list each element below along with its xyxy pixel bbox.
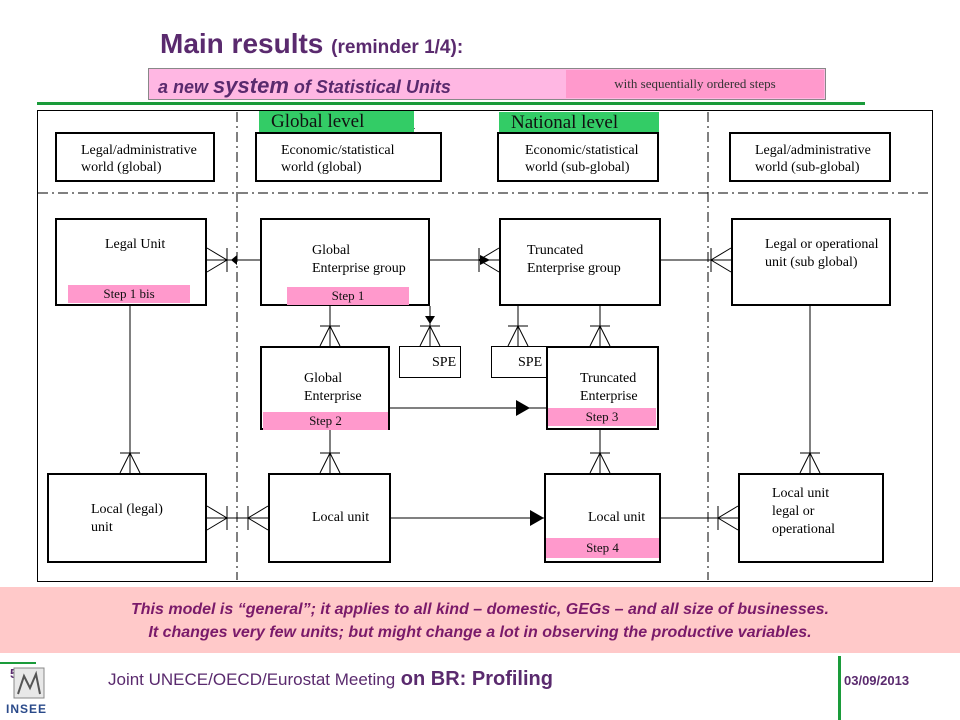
step-1-bis-badge: Step 1 bis xyxy=(68,285,190,303)
crowfoot-legal-unit xyxy=(206,247,228,273)
footer-mid: on BR: Profiling xyxy=(400,668,553,690)
subtitle-tag: with sequentially ordered steps xyxy=(566,70,824,98)
title-underline xyxy=(37,102,865,105)
step-1-badge: Step 1 xyxy=(287,287,409,305)
crowfoot-local-legalop xyxy=(799,451,821,474)
world-econ-global-line2: world (global) xyxy=(281,160,362,175)
insee-logo-text: INSEE xyxy=(6,702,48,716)
notice-line2: It changes very few units; but might cha… xyxy=(148,624,812,641)
world-econ-subglobal-line2: world (sub-global) xyxy=(525,160,630,175)
local-unit2-label: Local unit xyxy=(588,510,646,525)
step-2-badge: Step 2 xyxy=(263,412,388,430)
crowfoot-truncated-ent xyxy=(589,324,611,347)
local-legal-unit-box: Local (legal) unit xyxy=(47,473,207,563)
global-level-label: Global level xyxy=(259,111,414,133)
global-eg-line2: Enterprise group xyxy=(312,261,406,276)
title-sub: (reminder 1/4): xyxy=(331,37,464,58)
local-legal-op-line1: Local unit xyxy=(772,486,830,501)
truncated-ent-line1: Truncated xyxy=(580,371,637,386)
crowfoot-local-unit1-side xyxy=(247,505,269,531)
local-legal-line1: Local (legal) xyxy=(91,502,163,517)
crowfoot-spe1 xyxy=(419,324,441,347)
truncated-eg-line2: Enterprise group xyxy=(527,261,621,276)
world-econ-global-line1: Economic/statistical xyxy=(281,143,395,158)
national-level-label: National level xyxy=(499,112,659,134)
step-3-badge: Step 3 xyxy=(548,408,656,426)
local-legal-op-line2: legal or xyxy=(772,504,815,519)
crowfoot-truncated-eg xyxy=(478,247,500,273)
subtitle-big: system xyxy=(213,73,289,98)
arrowhead-geg-teg xyxy=(480,255,490,265)
legal-operational-unit-box: Legal or operational unit (sub global) xyxy=(731,218,891,306)
crowfoot-local-unit2 xyxy=(589,451,611,474)
crowfoot-legal-op xyxy=(710,247,732,273)
title-main: Main results xyxy=(160,28,324,59)
footer-date: 03/09/2013 xyxy=(844,673,910,688)
crowfoot-local-legal xyxy=(119,451,141,474)
spe-label-2: SPE xyxy=(518,355,543,370)
local-unit1-label: Local unit xyxy=(312,510,370,525)
local-unit-box-1: Local unit xyxy=(268,473,391,563)
arrowhead-geg-spe xyxy=(425,316,435,324)
spe-box-2: SPE xyxy=(491,346,547,378)
world-econ-global: Economic/statistical world (global) xyxy=(255,132,442,182)
world-legal-subglobal-line2: world (sub-global) xyxy=(755,160,860,175)
truncated-eg-line1: Truncated xyxy=(527,243,584,258)
world-econ-subglobal-line1: Economic/statistical xyxy=(525,143,639,158)
crowfoot-local-legalop-side xyxy=(717,505,739,531)
footer-divider xyxy=(838,656,841,720)
spe-label-1: SPE xyxy=(432,355,457,370)
page-title: Main results (reminder 1/4): xyxy=(160,28,463,60)
global-ent-line1: Global xyxy=(304,371,343,386)
legal-op-line2: unit (sub global) xyxy=(765,255,858,270)
world-econ-subglobal: Economic/statistical world (sub-global) xyxy=(497,132,659,182)
footer-pre: Joint UNECE/OECD/Eurostat Meeting xyxy=(108,670,396,689)
crowfoot-local-unit1 xyxy=(319,451,341,474)
world-legal-global: Legal/administrative world (global) xyxy=(55,132,215,182)
subtitle-post: of Statistical Units xyxy=(293,77,451,97)
local-unit-legal-op-box: Local unit legal or operational xyxy=(738,473,884,563)
insee-logo-icon xyxy=(13,667,45,699)
global-ent-line2: Enterprise xyxy=(304,389,362,404)
diagram-frame xyxy=(37,110,933,582)
notice-line1: This model is “general”; it applies to a… xyxy=(131,601,829,618)
local-legal-op-line3: operational xyxy=(772,522,835,537)
world-legal-global-line1: Legal/administrative xyxy=(81,143,197,158)
arrowhead-lu-geg xyxy=(231,255,237,265)
truncated-ent-line2: Enterprise xyxy=(580,389,638,404)
notice-band xyxy=(0,587,960,653)
subtitle-pre: a new xyxy=(158,77,209,97)
global-eg-line1: Global xyxy=(312,243,351,258)
crowfoot-spe2 xyxy=(507,324,529,347)
footer-title: Joint UNECE/OECD/Eurostat Meeting on BR:… xyxy=(108,668,553,691)
crowfoot-global-ent xyxy=(319,324,341,347)
step-4-badge: Step 4 xyxy=(546,538,659,558)
world-legal-global-line2: world (global) xyxy=(81,160,162,175)
local-legal-line2: unit xyxy=(91,520,113,535)
arrowhead-lu-lu xyxy=(530,510,544,526)
legal-unit-label: Legal Unit xyxy=(105,237,166,252)
footer-rule xyxy=(0,662,36,664)
notice-text: This model is “general”; it applies to a… xyxy=(10,598,950,644)
spe-box-1: SPE xyxy=(399,346,461,378)
subtitle-text: a new system of Statistical Units xyxy=(158,73,451,99)
world-legal-subglobal: Legal/administrative world (sub-global) xyxy=(729,132,891,182)
truncated-enterprise-group-box: Truncated Enterprise group xyxy=(499,218,661,306)
legal-op-line1: Legal or operational xyxy=(765,237,879,252)
world-legal-subglobal-line1: Legal/administrative xyxy=(755,143,871,158)
arrowhead-ge-te xyxy=(516,400,530,416)
crowfoot-local-legal-side xyxy=(206,505,228,531)
